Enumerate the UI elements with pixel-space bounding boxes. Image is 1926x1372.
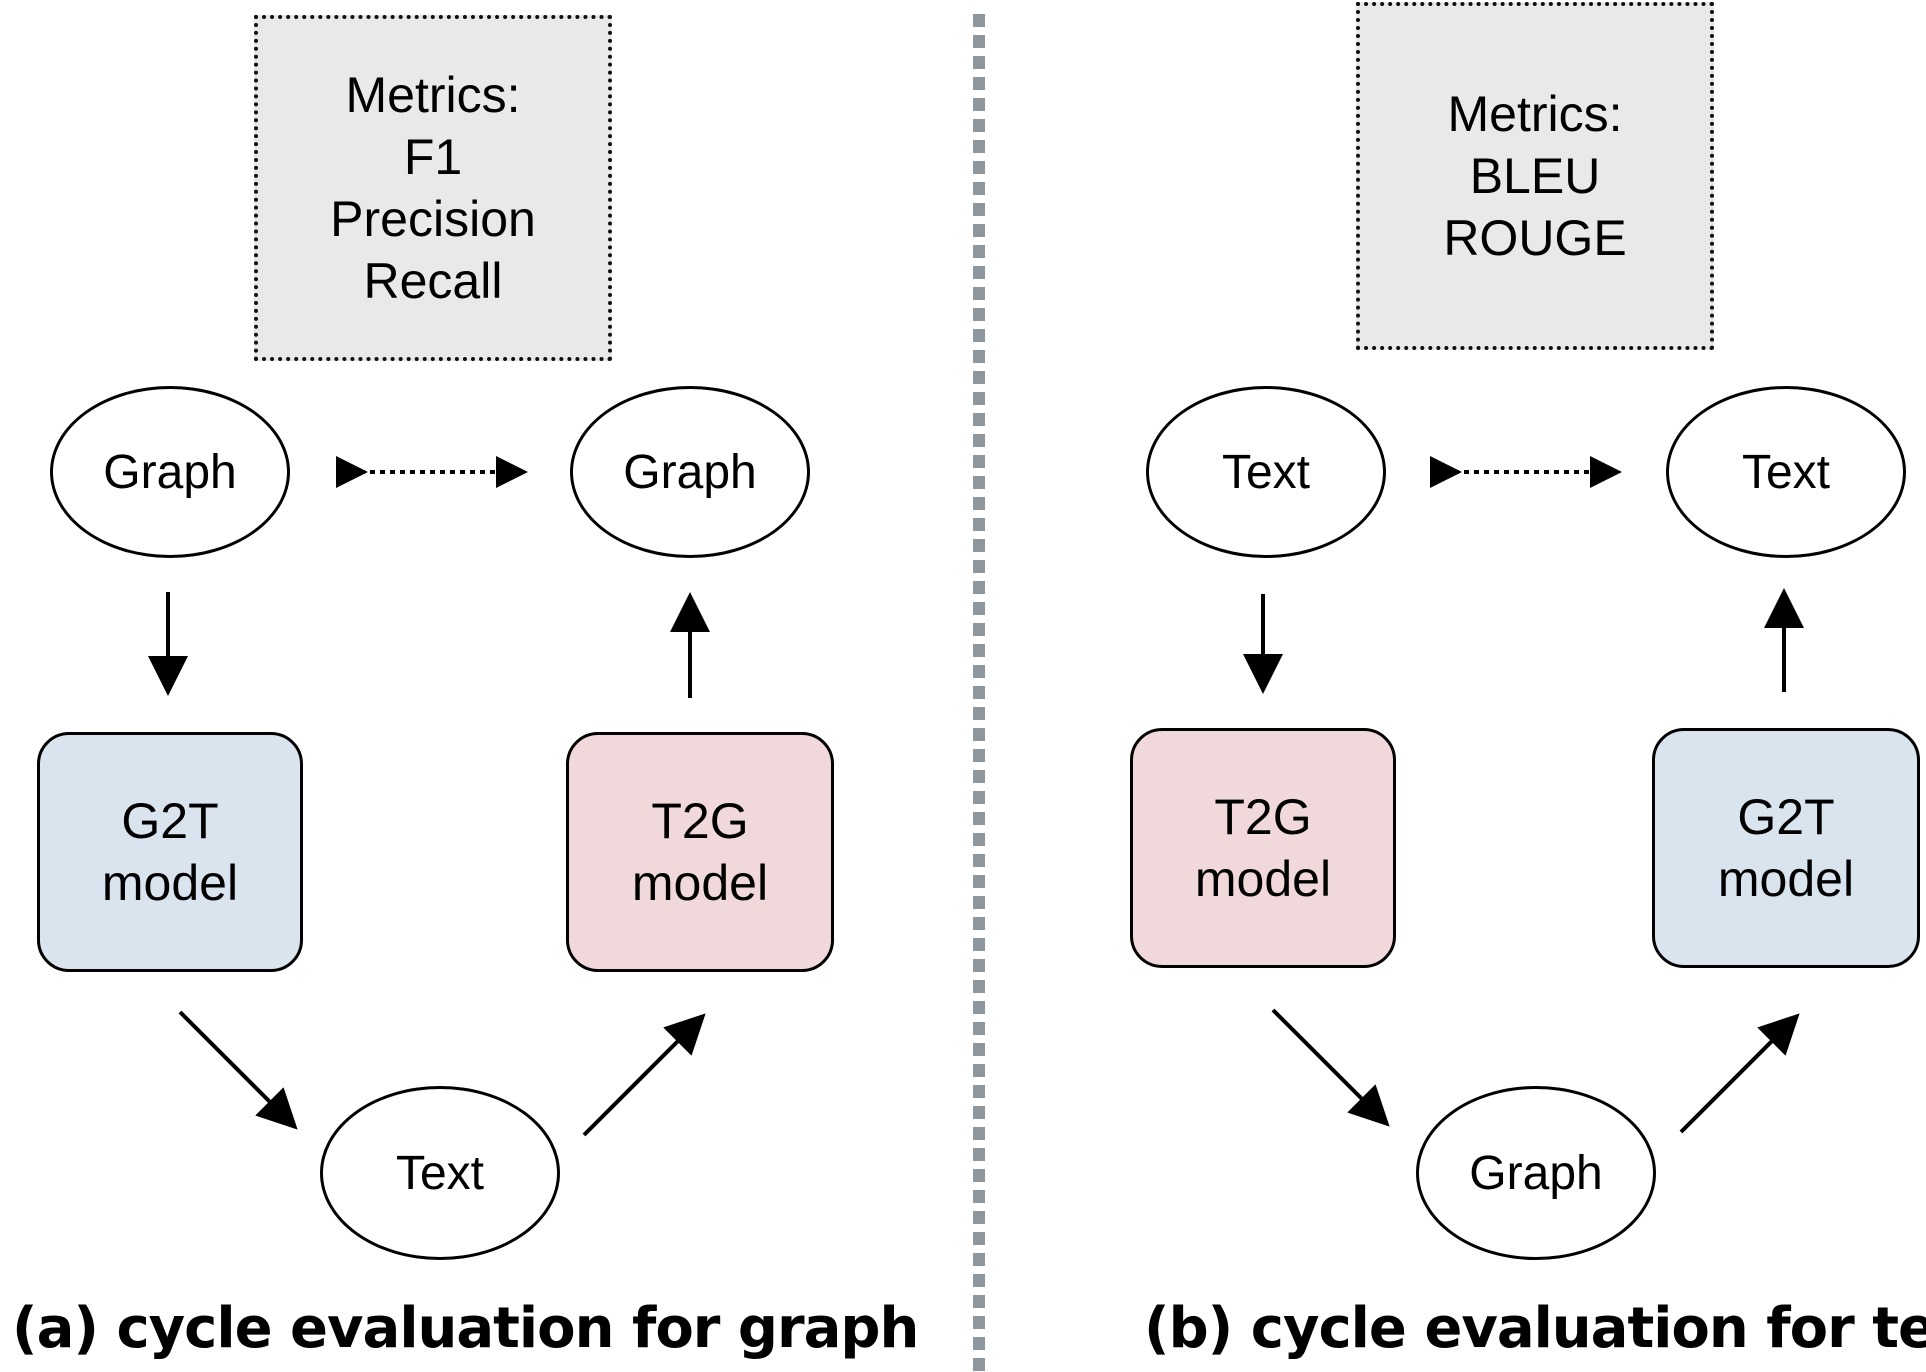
caption-a: (a) cycle evaluation for graph bbox=[12, 1296, 919, 1361]
model-name: T2G bbox=[1214, 789, 1312, 845]
model-name: G2T bbox=[121, 793, 219, 849]
t2g-model-box: T2G model bbox=[1130, 728, 1396, 968]
node-graph-input: Graph bbox=[50, 386, 290, 558]
node-label: Text bbox=[1741, 445, 1831, 499]
panel-divider bbox=[973, 14, 985, 1372]
metric-item: Recall bbox=[363, 253, 503, 309]
metric-item: BLEU bbox=[1469, 148, 1601, 204]
g2t-model-box: G2T model bbox=[1652, 728, 1920, 968]
node-graph-output: Graph bbox=[570, 386, 810, 558]
metrics-title: Metrics: bbox=[1447, 86, 1623, 142]
node-text-output: Text bbox=[1666, 386, 1906, 558]
metric-item: F1 bbox=[403, 129, 463, 185]
model-suffix: model bbox=[101, 855, 239, 911]
metrics-box-b: Metrics: BLEU ROUGE bbox=[1356, 2, 1714, 350]
node-label: Graph bbox=[623, 445, 757, 499]
g2t-model-box: G2T model bbox=[37, 732, 303, 972]
node-graph-intermediate: Graph bbox=[1416, 1086, 1656, 1260]
node-text-input: Text bbox=[1146, 386, 1386, 558]
node-label: Graph bbox=[103, 445, 237, 499]
model-suffix: model bbox=[631, 855, 769, 911]
t2g-model-box: T2G model bbox=[566, 732, 834, 972]
metric-item: ROUGE bbox=[1443, 210, 1627, 266]
model-name: T2G bbox=[651, 793, 749, 849]
arrow-t2g-to-graph bbox=[1271, 1008, 1390, 1127]
model-suffix: model bbox=[1194, 851, 1332, 907]
metric-item: Precision bbox=[330, 191, 536, 247]
node-label: Graph bbox=[1469, 1146, 1603, 1200]
arrow-g2t-to-text bbox=[178, 1010, 298, 1130]
model-suffix: model bbox=[1717, 851, 1855, 907]
node-label: Text bbox=[395, 1146, 485, 1200]
metrics-box-a: Metrics: F1 Precision Recall bbox=[254, 15, 612, 361]
caption-b: (b) cycle evaluation for text bbox=[1144, 1296, 1926, 1361]
node-text-intermediate: Text bbox=[320, 1086, 560, 1260]
model-name: G2T bbox=[1737, 789, 1835, 845]
arrow-text-to-t2g bbox=[582, 1013, 706, 1137]
metrics-title: Metrics: bbox=[345, 67, 521, 123]
arrow-graph-to-g2t bbox=[1679, 1013, 1800, 1134]
node-label: Text bbox=[1221, 445, 1311, 499]
